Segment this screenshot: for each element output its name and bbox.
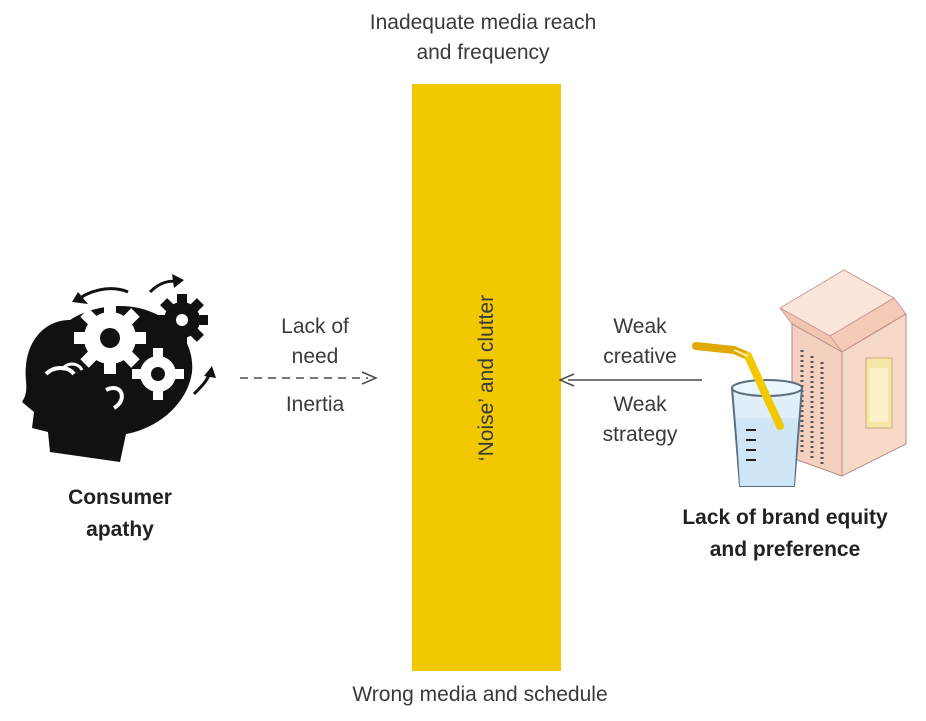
weak-creative-line-2: creative <box>603 345 677 368</box>
noise-clutter-barrier: ‘Noise’ and clutter <box>412 84 561 671</box>
weak-creative-line-1: Weak <box>613 315 667 338</box>
lack-of-need-label: Lack of need <box>250 312 380 372</box>
consumer-caption-line-1: Consumer <box>68 486 172 509</box>
bottom-caption: Wrong media and schedule <box>352 683 608 706</box>
barrier-label: ‘Noise’ and clutter <box>474 294 498 461</box>
brand-caption-line-1: Lack of brand equity <box>682 506 888 529</box>
consumer-caption-line-2: apathy <box>86 518 154 541</box>
top-caption-line-2: and frequency <box>416 41 550 64</box>
head-with-gears-icon <box>22 274 216 462</box>
weak-strategy-label: Weak strategy <box>570 390 710 450</box>
weak-creative-label: Weak creative <box>570 312 710 372</box>
lack-of-need-line-2: need <box>291 345 339 368</box>
inertia-label: Inertia <box>285 393 345 416</box>
weak-strategy-line-1: Weak <box>613 393 667 416</box>
lack-of-need-line-1: Lack of <box>281 315 349 338</box>
top-caption-line-1: Inadequate media reach <box>369 11 597 34</box>
dashed-arrow <box>240 371 378 385</box>
brand-caption-line-2: and preference <box>709 538 861 561</box>
consumer-apathy-caption: Consumer apathy <box>20 482 220 546</box>
brand-equity-caption: Lack of brand equity and preference <box>640 502 926 566</box>
solid-arrow <box>558 373 702 387</box>
milk-carton-and-glass-icon <box>692 269 907 487</box>
weak-strategy-line-2: strategy <box>602 423 678 446</box>
top-caption: Inadequate media reach and frequency <box>283 8 683 68</box>
